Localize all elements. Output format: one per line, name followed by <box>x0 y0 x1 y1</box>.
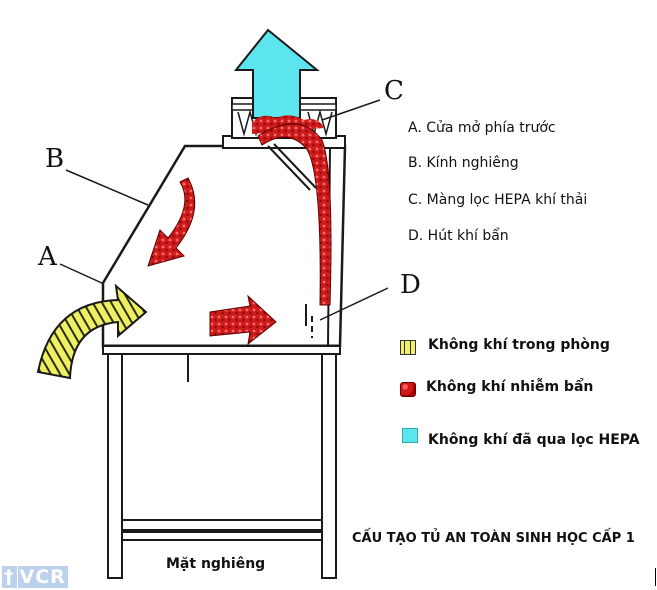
vcr-logo: †VCR <box>2 566 69 588</box>
dirty-air-intake <box>305 304 313 338</box>
room-air-arrow <box>36 283 148 380</box>
legend-swatch-room-air <box>400 340 416 355</box>
base-label: Mặt nghiêng <box>166 556 266 572</box>
definition-C: C. Màng lọc HEPA khí thải <box>408 192 588 208</box>
logo-person-icon: † <box>2 566 17 588</box>
legend-hepa-air: Không khí đã qua lọc HEPA <box>428 432 640 448</box>
label-A: A <box>38 242 57 272</box>
label-D: D <box>400 270 421 300</box>
dirty-air-straight-arrow <box>209 294 277 346</box>
definition-A: A. Cửa mở phía trước <box>408 120 556 136</box>
contaminated-air-flow <box>252 115 332 306</box>
text-cursor <box>655 568 656 586</box>
cabinet-stand <box>102 345 341 579</box>
diagram-caption: CẤU TẠO TỦ AN TOÀN SINH HỌC CẤP 1 <box>352 531 635 546</box>
label-C: C <box>384 76 404 106</box>
legend-swatch-hepa-air <box>402 428 418 443</box>
definition-D: D. Hút khí bẩn <box>408 228 509 244</box>
leader-lines <box>59 99 389 321</box>
legend-room-air: Không khí trong phòng <box>428 337 610 353</box>
definition-B: B. Kính nghiêng <box>408 155 519 171</box>
legend-contaminated-air: Không khí nhiễm bẩn <box>426 379 594 395</box>
dirty-air-curve-arrow <box>147 177 196 267</box>
label-B: B <box>45 144 65 174</box>
legend-swatch-contaminated-air <box>400 382 416 397</box>
slanted-glass <box>267 143 317 191</box>
logo-text: VCR <box>17 566 68 588</box>
